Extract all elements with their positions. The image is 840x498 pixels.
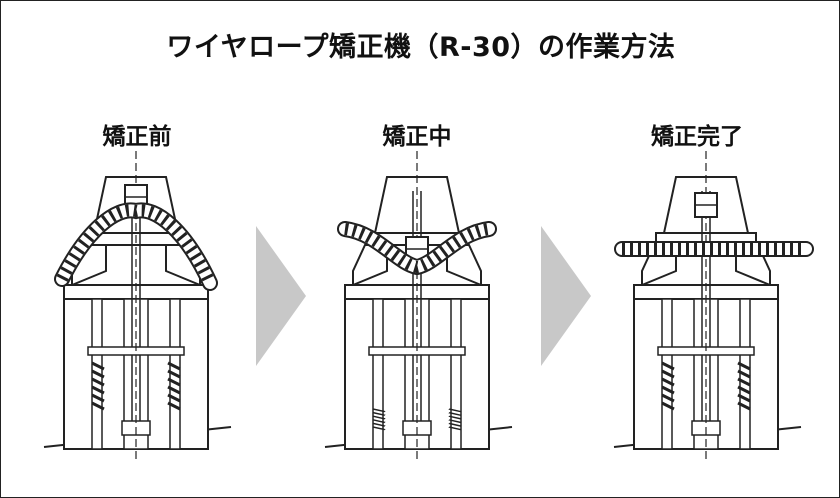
diagram-title: ワイヤロープ矯正機（R-30）の作業方法 <box>166 32 676 63</box>
stage-before-illustration <box>43 150 232 462</box>
arrow-2 <box>541 226 591 366</box>
stage-complete-illustration <box>613 150 814 462</box>
arrow-1 <box>256 226 306 366</box>
stage-label-during: 矯正中 <box>382 124 452 150</box>
stage-during-illustration <box>324 150 513 462</box>
stage-label-complete: 矯正完了 <box>651 124 743 150</box>
stage-label-before: 矯正前 <box>102 124 172 150</box>
